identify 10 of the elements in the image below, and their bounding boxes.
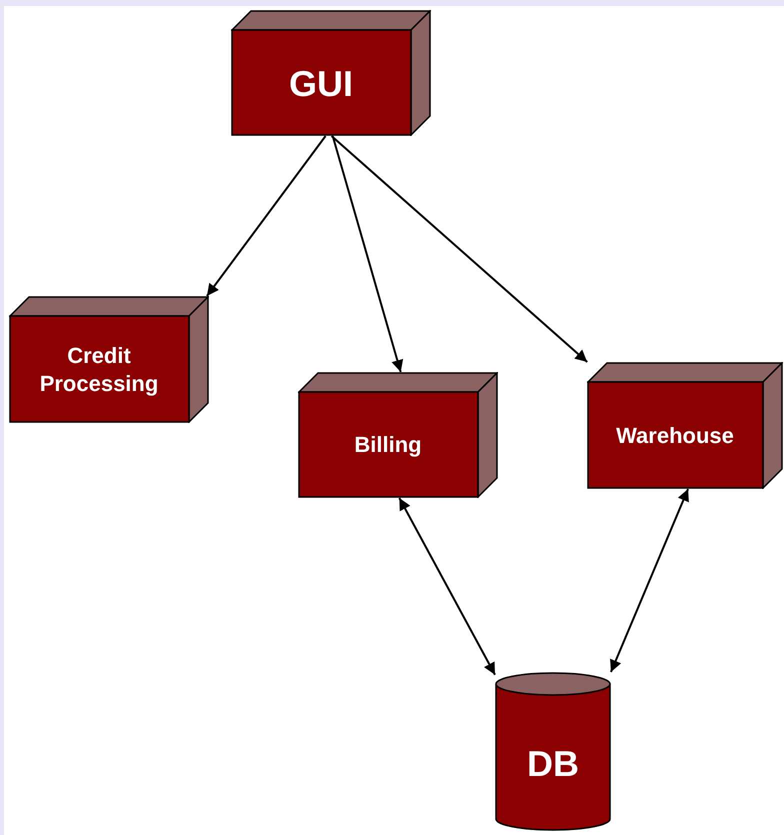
- node-label: Warehouse: [615, 422, 735, 450]
- node-label: DB: [526, 742, 580, 786]
- arrow: [206, 135, 326, 297]
- arrow: [398, 498, 496, 676]
- arrow: [330, 135, 588, 363]
- node-label: Credit Processing: [38, 342, 160, 397]
- arrow: [332, 136, 404, 372]
- arrow: [610, 488, 689, 672]
- node-label: GUI: [288, 62, 354, 106]
- node-label: Billing: [353, 431, 423, 459]
